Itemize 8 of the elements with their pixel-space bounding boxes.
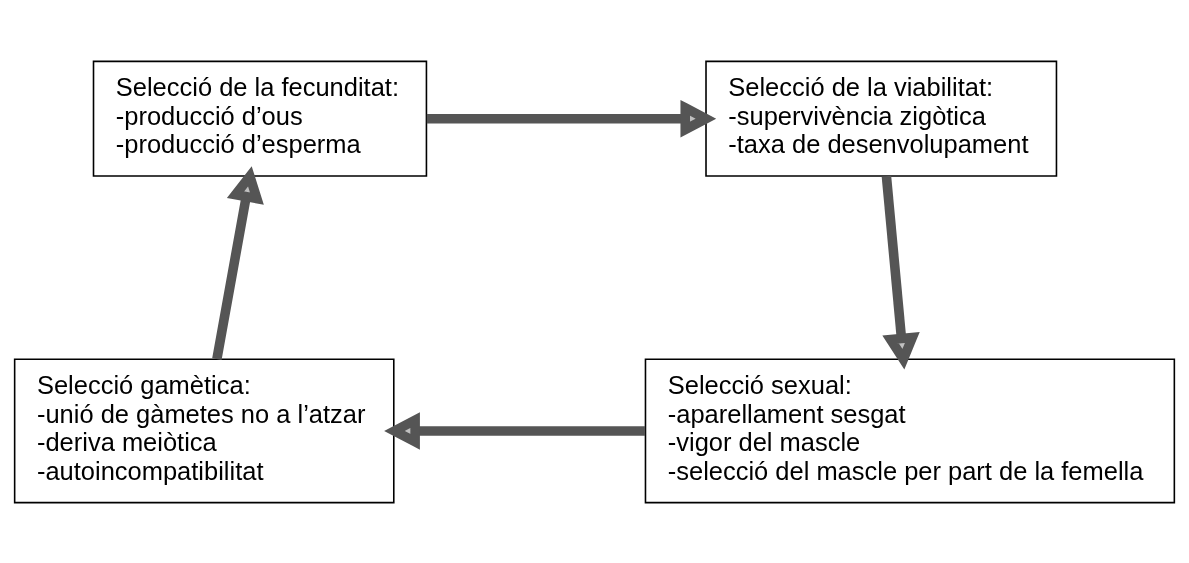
arrow — [881, 175, 920, 369]
arrow — [212, 165, 264, 360]
arrow — [384, 411, 646, 450]
node-box: Selecció gamètica: -unió de gàmetes no a l’atzar -deriva meiòtica -autoincompatibilitat — [13, 357, 395, 503]
node-box: Selecció de la fecunditat: -producció d’ous -producció d’esperma — [92, 60, 428, 177]
node-box: Selecció sexual: -aparellament sesgat -vigor del mascle -selecció del mascle per part de la femella — [644, 357, 1176, 503]
node-box: Selecció de la viabilitat: -supervivència zigòtica -taxa de desenvolupament — [705, 60, 1058, 177]
arrow — [426, 99, 717, 137]
